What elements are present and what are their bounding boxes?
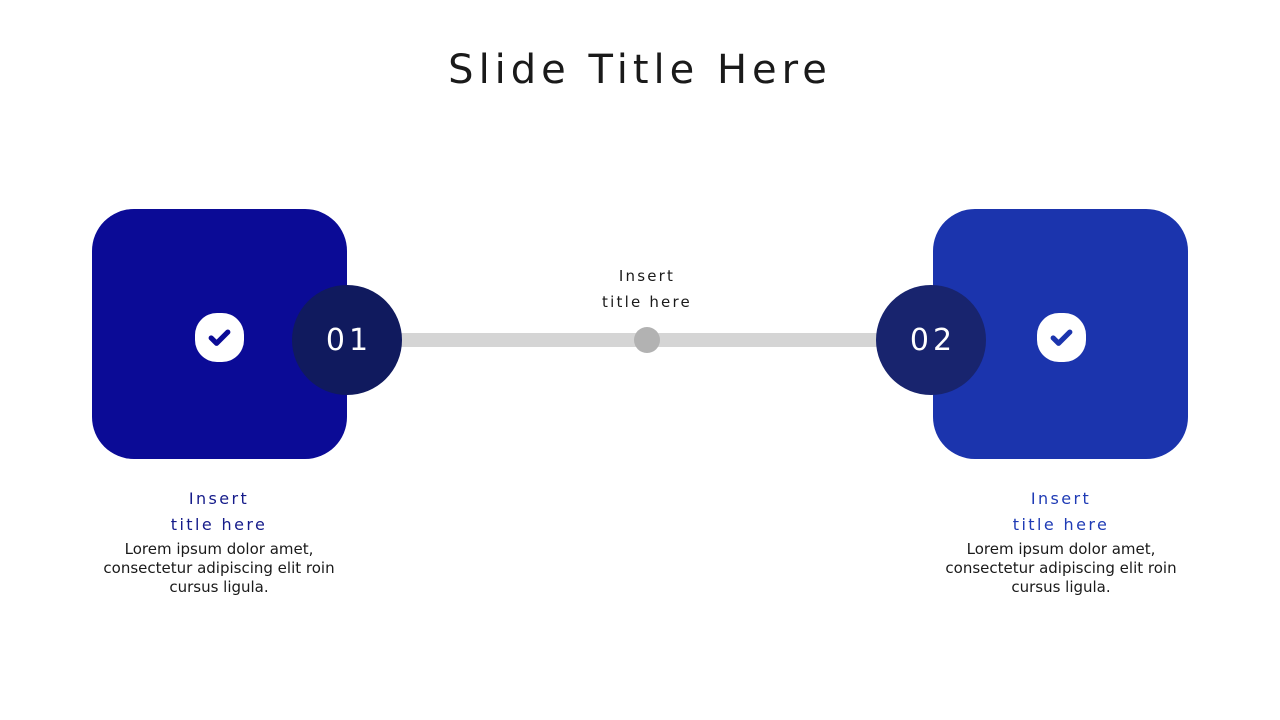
caption-01: Insert title here Lorem ipsum dolor amet… [89,486,349,597]
caption-heading-01: Insert title here [170,489,268,534]
check-icon [1050,329,1073,346]
step-number-02[interactable]: 02 [876,285,986,395]
check-badge-01 [195,313,244,362]
check-icon [208,329,231,346]
caption-body-02: Lorem ipsum dolor amet, consectetur adip… [945,540,1177,596]
caption-heading-02: Insert title here [1012,489,1110,534]
check-badge-02 [1037,313,1086,362]
caption-body-01: Lorem ipsum dolor amet, consectetur adip… [103,540,335,596]
connector-label: Insert title here [602,267,692,311]
connector-dot-icon [634,327,660,353]
caption-02: Insert title here Lorem ipsum dolor amet… [931,486,1191,597]
page-title: Slide Title Here [448,47,832,93]
step-number-01[interactable]: 01 [292,285,402,395]
